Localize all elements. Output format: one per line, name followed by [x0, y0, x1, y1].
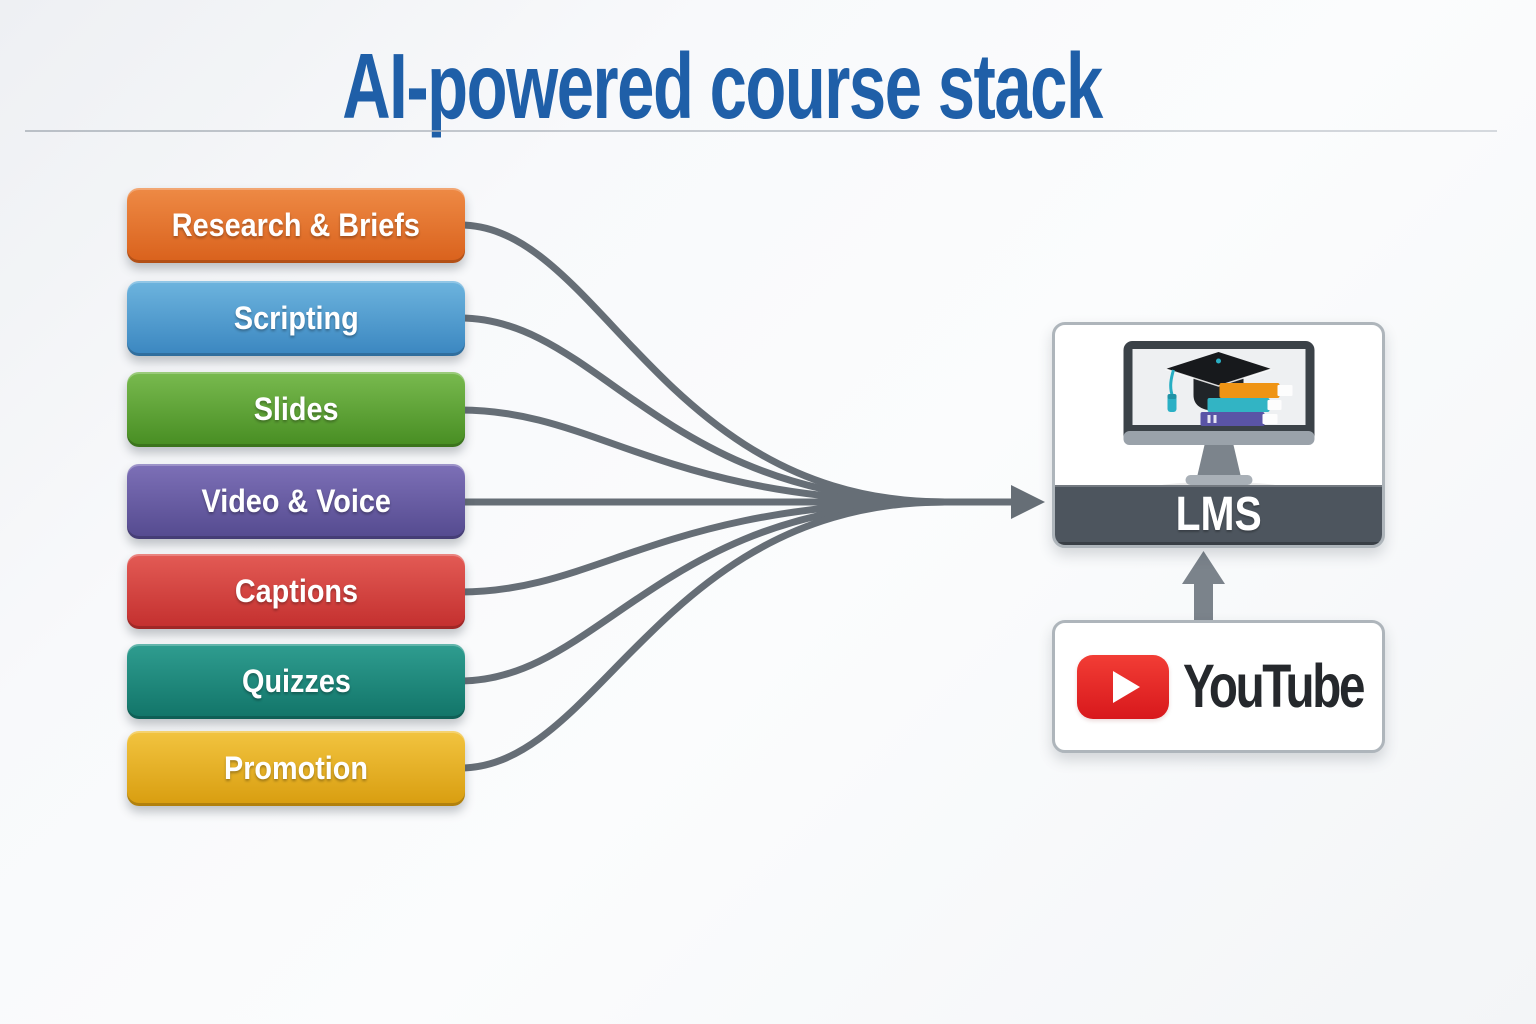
title-divider — [25, 130, 1497, 132]
stage-box-captions: Captions — [127, 554, 465, 629]
play-triangle-icon — [1113, 670, 1140, 703]
stage-box-slides: Slides — [127, 372, 465, 447]
lms-label: LMS — [1175, 488, 1262, 541]
monitor-stand-base — [1185, 475, 1252, 485]
stage-box-quizzes: Quizzes — [127, 644, 465, 719]
books-stack-icon — [1200, 383, 1292, 426]
stage-box-scripting: Scripting — [127, 281, 465, 356]
youtube-play-icon — [1077, 654, 1169, 719]
stage-label: Captions — [234, 573, 358, 609]
connector-curve-slides — [456, 406, 949, 506]
stage-label: Scripting — [233, 300, 359, 336]
youtube-to-lms-arrow-head — [1182, 551, 1225, 584]
stage-label: Research & Briefs — [171, 207, 421, 243]
monitor-stand-neck — [1197, 445, 1240, 475]
youtube-node: YouTube — [1052, 620, 1385, 753]
stage-label: Promotion — [223, 750, 368, 786]
connector-curve-scripting — [456, 314, 949, 506]
connector-curve-quizzes — [456, 498, 949, 685]
lms-node: LMS — [1052, 322, 1385, 548]
stage-label: Slides — [253, 391, 339, 427]
stage-label: Video & Voice — [201, 483, 391, 519]
page-title: AI-powered course stack — [342, 34, 1103, 138]
connector-curve-promotion — [456, 498, 949, 772]
merge-arrow-head — [1011, 485, 1045, 519]
connector-curve-captions — [456, 498, 949, 596]
stage-box-research-briefs: Research & Briefs — [127, 188, 465, 263]
youtube-wordmark: YouTube — [1183, 652, 1365, 720]
lms-label-bar: LMS — [1055, 485, 1382, 545]
stage-label: Quizzes — [241, 663, 351, 699]
monitor-chin — [1123, 431, 1314, 445]
stage-box-promotion: Promotion — [127, 731, 465, 806]
stage-box-video-voice: Video & Voice — [127, 464, 465, 539]
youtube-to-lms-arrow-shaft — [1194, 580, 1213, 622]
connector-curve-research — [456, 221, 949, 506]
lms-monitor-icon — [1123, 341, 1314, 491]
